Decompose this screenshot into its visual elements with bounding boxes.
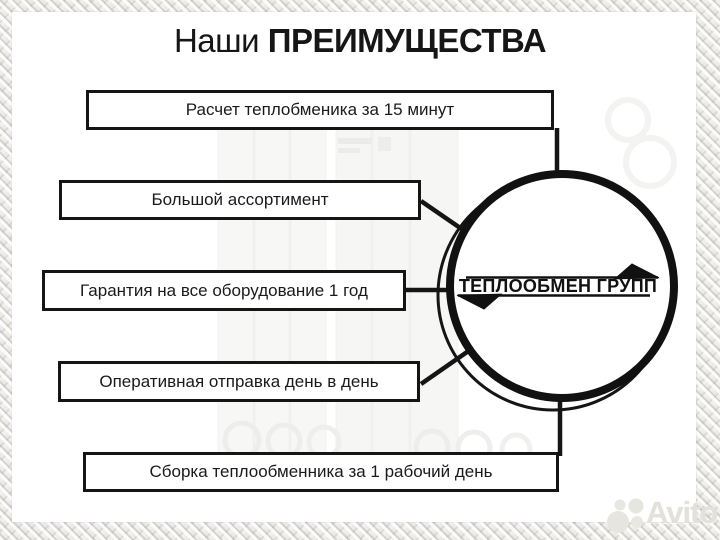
company-logo-text: ТЕПЛООБМЕН ГРУПП bbox=[458, 276, 658, 296]
advantage-label: Оперативная отправка день в день bbox=[99, 371, 379, 391]
logo-circle bbox=[446, 170, 678, 402]
advantage-box-assembly: Сборка теплообменника за 1 рабочий день bbox=[83, 452, 559, 492]
avito-watermark: Avito bbox=[604, 494, 720, 536]
advantage-label: Гарантия на все оборудование 1 год bbox=[80, 280, 368, 300]
advantage-box-calculation: Расчет теплобменика за 15 минут bbox=[86, 90, 554, 130]
avito-watermark-text: Avito bbox=[646, 495, 718, 530]
advantage-label: Расчет теплобменика за 15 минут bbox=[185, 100, 455, 119]
logo-arrow bbox=[456, 263, 660, 310]
advantage-label: Большой ассортимент bbox=[151, 190, 329, 209]
advantage-box-assortment: Большой ассортимент bbox=[59, 180, 421, 220]
advantage-box-shipping: Оперативная отправка день в день bbox=[58, 361, 420, 402]
page-title: Наши ПРЕИМУЩЕСТВА bbox=[0, 22, 720, 60]
advantage-label: Сборка теплообменника за 1 рабочий день bbox=[149, 462, 493, 481]
logo-arrow-right-head bbox=[613, 263, 660, 280]
page-title-emphasis: ПРЕИМУЩЕСТВА bbox=[267, 22, 547, 59]
page-title-prefix: Наши bbox=[173, 22, 260, 59]
advantage-box-warranty: Гарантия на все оборудование 1 год bbox=[42, 270, 406, 311]
avito-logo-icon bbox=[607, 498, 644, 533]
logo-arrow-left-head bbox=[456, 293, 503, 310]
